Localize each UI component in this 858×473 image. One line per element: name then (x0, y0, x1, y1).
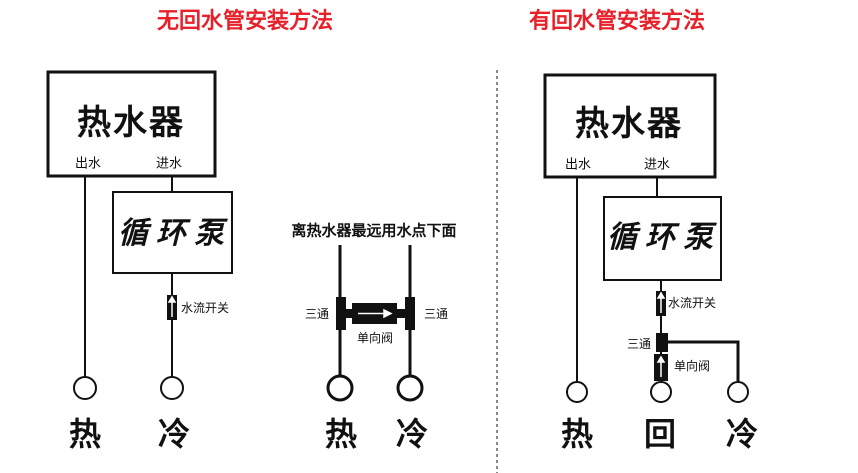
left-flow-switch-label: 水流开关 (181, 301, 230, 315)
left-heater-label: 热水器 (77, 103, 185, 143)
right-hot-label: 热 (560, 415, 594, 453)
left-inlet-label: 进水 (155, 156, 183, 172)
right-check-valve-label: 单向阀 (674, 359, 711, 373)
middle-note: 离热水器最远用水点下面 (291, 221, 457, 240)
right-heater-box (543, 73, 717, 179)
right-cold-pipe (668, 340, 740, 382)
right-tee-label: 三通 (626, 337, 652, 351)
left-hot-outlet-icon (73, 376, 97, 400)
middle-tee-left-icon (336, 297, 346, 330)
middle-tee-left-label: 三通 (304, 307, 330, 321)
middle-tee-right-icon (405, 297, 415, 330)
left-pump-label: 循环泵 (118, 216, 232, 251)
left-hot-label: 热 (68, 415, 102, 453)
middle-check-valve-label: 单向阀 (356, 331, 394, 345)
left-cold-outlet-icon (160, 376, 184, 400)
right-outlet-label: 出水 (564, 157, 592, 173)
right-heater-label: 热水器 (575, 104, 683, 144)
right-pump-box (603, 196, 722, 281)
middle-cold-outlet-icon (396, 374, 424, 402)
right-flow-switch-label: 水流开关 (668, 296, 717, 310)
right-cold-label: 冷 (725, 415, 759, 453)
left-title: 无回水管安装方法 (156, 9, 334, 34)
middle-tee-right-label: 三通 (423, 307, 449, 321)
right-return-label: 回 (643, 415, 677, 453)
left-cold-label: 冷 (157, 415, 191, 453)
middle-cold-label: 冷 (395, 415, 429, 453)
right-inlet-label: 进水 (643, 157, 671, 173)
right-pump-label: 循环泵 (607, 220, 721, 255)
right-title: 有回水管安装方法 (528, 9, 706, 34)
middle-hot-label: 热 (324, 415, 358, 453)
middle-hot-outlet-icon (326, 374, 354, 402)
right-hot-outlet-icon (566, 381, 588, 403)
right-cold-outlet-icon (727, 381, 749, 403)
left-heater-box (46, 70, 217, 178)
right-return-outlet-icon (650, 381, 672, 403)
left-outlet-label: 出水 (74, 156, 102, 172)
right-tee-icon (656, 333, 668, 352)
